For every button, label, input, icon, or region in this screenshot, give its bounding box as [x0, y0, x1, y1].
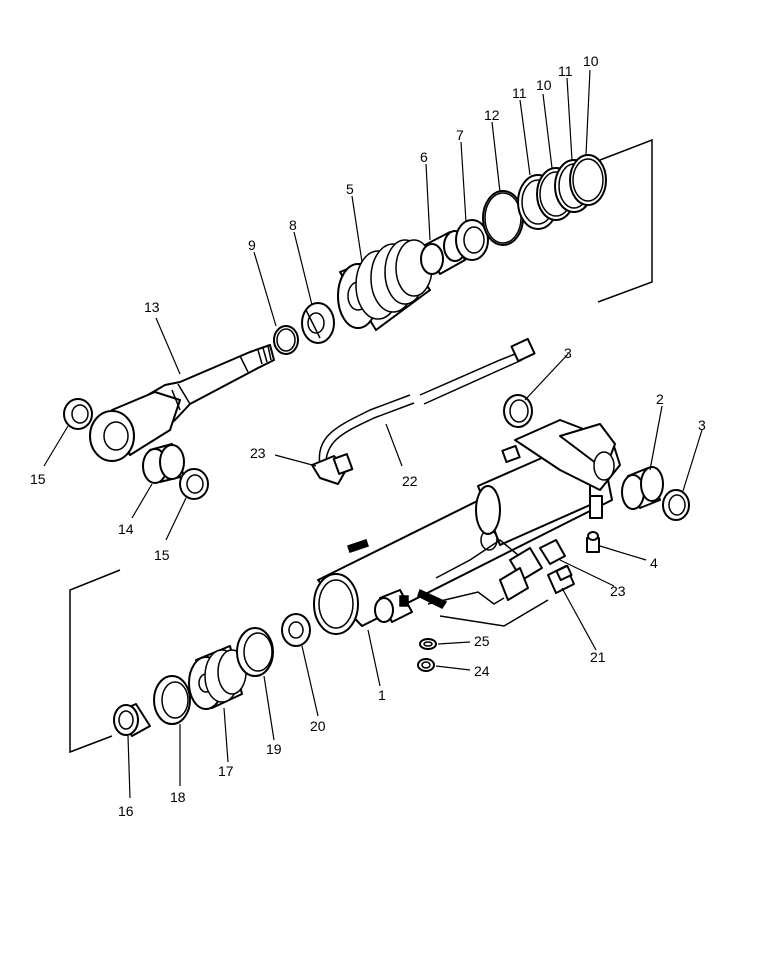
callout-11-inner: 11	[512, 85, 527, 101]
part-4-grease-fitting	[586, 531, 600, 553]
callout-15-lower: 15	[154, 547, 170, 563]
part-15-bushing-lower	[179, 468, 209, 500]
leader-lines	[43, 69, 703, 799]
part-3-bushing-right	[662, 489, 690, 521]
part-12-o-ring	[482, 190, 524, 246]
callout-21: 21	[590, 649, 606, 665]
part-9-snap-ring	[273, 325, 299, 355]
part-shim	[347, 539, 448, 609]
callout-3-right: 3	[698, 417, 706, 433]
callout-17: 17	[218, 763, 234, 779]
part-21-connector	[547, 564, 575, 594]
callout-15-upper: 15	[30, 471, 46, 487]
callout-18: 18	[170, 789, 186, 805]
callout-10-inner: 10	[536, 77, 552, 93]
part-24-nut	[417, 658, 435, 672]
part-16-bushing	[113, 703, 151, 737]
part-2-bushing	[621, 466, 664, 510]
part-3-bushing-upper	[503, 394, 533, 428]
part-flange-bolt	[374, 589, 413, 623]
part-22-hose	[318, 337, 536, 471]
part-15-bushing-upper	[63, 398, 93, 430]
callout-3-upper: 3	[564, 345, 572, 361]
callout-22: 22	[402, 473, 418, 489]
part-20-nut	[281, 613, 311, 647]
callout-24: 24	[474, 663, 490, 679]
callout-2: 2	[656, 391, 664, 407]
callout-12: 12	[484, 107, 500, 123]
callout-11-outer: 11	[558, 63, 573, 79]
assembly-bracket-lower	[69, 569, 121, 754]
part-23-elbow-lower	[499, 539, 566, 601]
part-6-spacer	[420, 230, 467, 275]
part-17-gland	[188, 645, 247, 710]
assembly-bracket-upper	[597, 138, 653, 303]
callout-8: 8	[289, 217, 297, 233]
part-23-elbow-upper	[311, 453, 354, 485]
callout-5: 5	[346, 181, 354, 197]
callout-23-right: 23	[610, 583, 626, 599]
callout-13: 13	[144, 299, 160, 315]
part-19-o-ring	[236, 627, 274, 677]
tube-line	[427, 539, 549, 627]
part-1-cylinder-tube	[313, 419, 621, 635]
part-7-bearing	[455, 219, 489, 261]
callout-1: 1	[378, 687, 386, 703]
callout-10-outer: 10	[583, 53, 599, 69]
part-5-piston	[337, 239, 433, 331]
callout-4: 4	[650, 555, 658, 571]
callout-19: 19	[266, 741, 282, 757]
callout-23-left: 23	[250, 445, 266, 461]
part-8-nut	[301, 302, 335, 344]
callout-9: 9	[248, 237, 256, 253]
callout-25: 25	[474, 633, 490, 649]
callout-labels: 1 2 3 3 4 5 6 7 8 9 10 10 11 11 12 13 14…	[30, 53, 706, 819]
part-13-piston-rod	[89, 344, 275, 462]
callout-7: 7	[456, 127, 464, 143]
callout-6: 6	[420, 149, 428, 165]
part-25-washer	[419, 638, 437, 650]
callout-14: 14	[118, 521, 134, 537]
part-18-dust-seal	[153, 675, 191, 725]
callout-16: 16	[118, 803, 134, 819]
part-14-bushing	[142, 443, 185, 484]
part-10-seal-b	[569, 154, 607, 206]
callout-20: 20	[310, 718, 326, 734]
